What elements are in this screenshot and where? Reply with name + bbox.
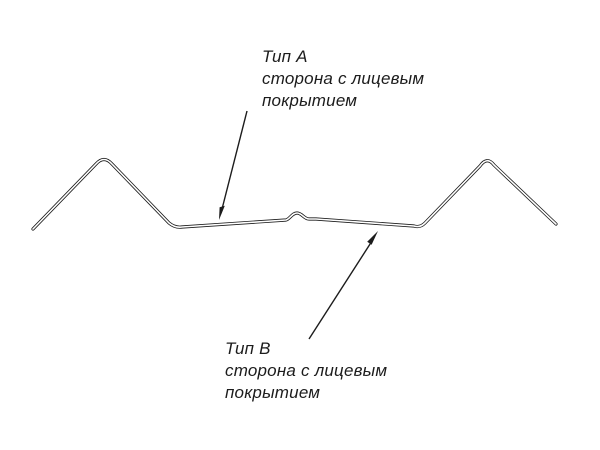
- label-type-b-line2: покрытием: [225, 383, 321, 402]
- label-type-a-title: Тип А: [262, 47, 308, 66]
- leader-line-a: [220, 110, 248, 214]
- label-type-b-title: Тип В: [225, 339, 271, 358]
- label-type-a: Тип А сторона с лицевым покрытием: [262, 46, 424, 112]
- leader-arrowhead-b: [367, 231, 378, 245]
- label-type-a-line1: сторона с лицевым: [262, 69, 425, 88]
- leader-arrowhead-a: [219, 205, 225, 220]
- leader-line-b: [308, 240, 373, 340]
- profile-inner-gap: [32, 158, 557, 230]
- label-type-a-line2: покрытием: [262, 91, 358, 110]
- profile-outline: [31, 157, 558, 231]
- label-type-b: Тип В сторона с лицевым покрытием: [225, 338, 387, 404]
- label-type-b-line1: сторона с лицевым: [225, 361, 388, 380]
